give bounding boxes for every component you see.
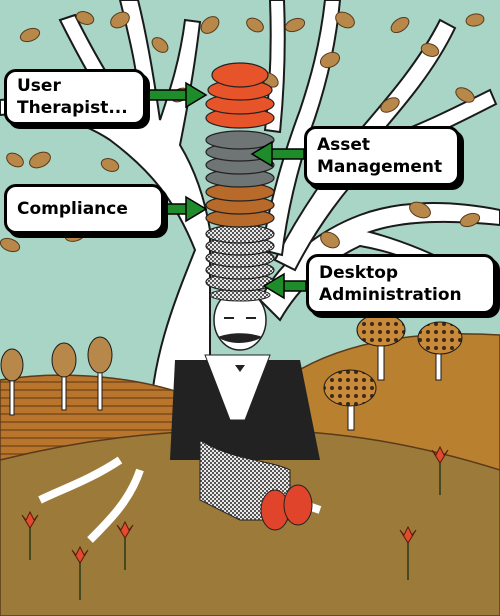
label-user-therapist-line-2: Therapist... — [17, 98, 128, 118]
label-asset-management: Asset Management — [304, 126, 460, 186]
label-desktop-administration-line-2: Administration — [319, 285, 462, 305]
label-compliance-text: Compliance — [17, 199, 128, 219]
label-desktop-administration: Desktop Administration — [306, 254, 496, 314]
hat-stack — [205, 62, 275, 292]
arrow-compliance — [165, 195, 208, 223]
label-user-therapist-line-1: User — [17, 76, 61, 96]
man-figure — [170, 288, 320, 531]
label-user-therapist: User Therapist... — [4, 69, 146, 125]
label-compliance: Compliance — [4, 184, 164, 234]
label-asset-management-line-1: Asset — [317, 135, 371, 155]
tree-leaves — [0, 11, 485, 253]
background-trees — [0, 313, 463, 431]
arrow-asset-management — [250, 140, 305, 168]
arrow-user-therapist — [147, 81, 208, 109]
arrow-desktop-administration — [262, 272, 307, 300]
arrows — [147, 81, 307, 300]
label-asset-management-line-2: Management — [317, 157, 443, 177]
flowers — [21, 445, 449, 600]
label-desktop-administration-line-1: Desktop — [319, 263, 399, 283]
